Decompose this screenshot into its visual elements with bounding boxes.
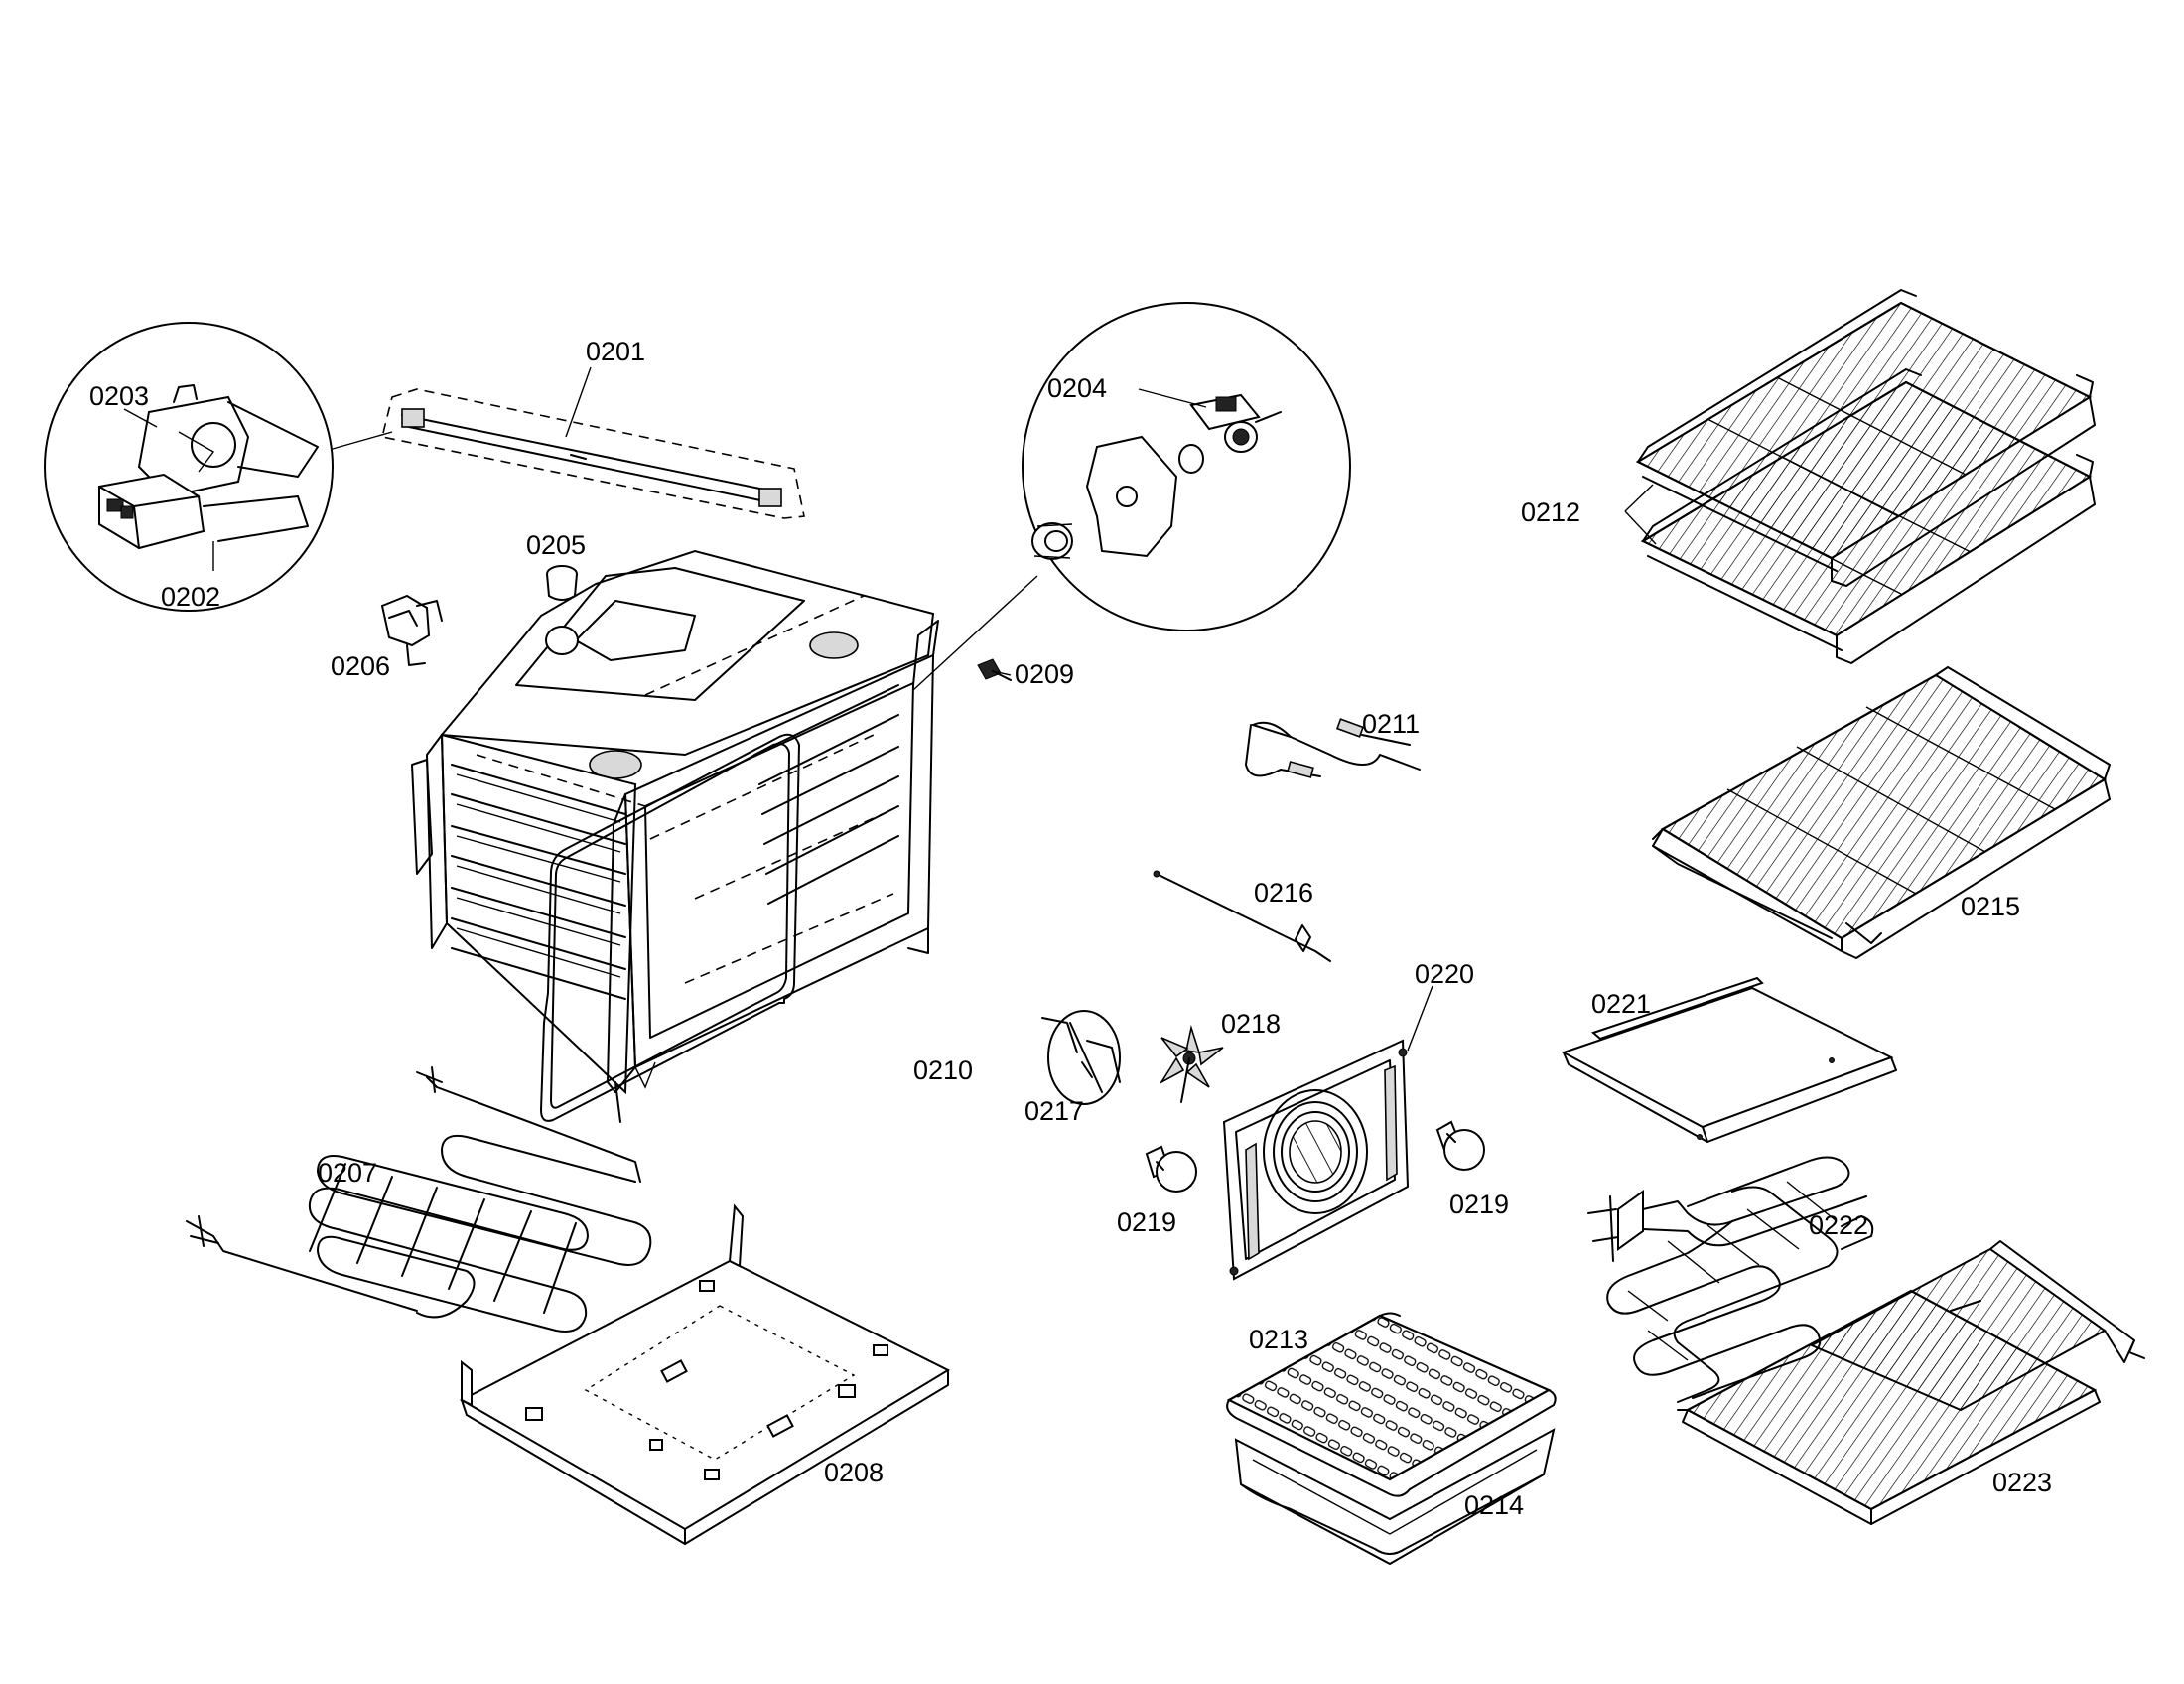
label-0214: 0214: [1464, 1490, 1524, 1520]
oven-cavity-shelf-supports-left: [451, 764, 626, 1000]
part-0220-rear-fan-cover-panel: [1222, 1039, 1410, 1281]
part-0216-sensor-rod: [1153, 870, 1331, 962]
part-0217-convection-ring: [1041, 1010, 1121, 1105]
door-latch-assembly: [381, 388, 805, 519]
label-0218: 0218: [1221, 1009, 1281, 1039]
bottom-panel-slots: [525, 1280, 888, 1480]
label-0204: 0204: [1047, 373, 1107, 403]
label-0207: 0207: [318, 1158, 377, 1188]
label-0213: 0213: [1249, 1325, 1308, 1354]
part-0210-door-gasket: [540, 733, 800, 1122]
part-0211-temperature-sensor: [1245, 718, 1421, 778]
label-0210: 0210: [913, 1055, 973, 1085]
part-0207-bake-element: [186, 1066, 652, 1333]
detail-circle-thermal-switch: [912, 302, 1351, 691]
rack-0212-lower: [1640, 368, 2096, 664]
label-0216: 0216: [1254, 878, 1313, 908]
insulation-plate: [1085, 435, 1178, 558]
part-0215-telescopic-rack: [1652, 666, 2111, 959]
part-0205-knob-insert: [546, 565, 578, 601]
part-0223-split-rack: [1677, 1240, 2145, 1525]
part-0221-baking-tray: [1561, 976, 1897, 1143]
oven-cavity-shelf-supports-right: [753, 684, 899, 905]
thermal-switch-part-0204: [1189, 393, 1282, 453]
part-0206-bracket: [380, 594, 443, 666]
label-0220: 0220: [1415, 959, 1474, 989]
label-0202: 0202: [161, 582, 220, 612]
part-0218-convection-fan-blade: [1159, 1024, 1224, 1103]
label-0211: 0211: [1362, 709, 1420, 739]
label-0222: 0222: [1809, 1210, 1868, 1240]
label-0212: 0212: [1521, 497, 1580, 527]
label-0201: 0201: [586, 337, 645, 366]
label-0223: 0223: [1992, 1468, 2052, 1497]
label-0221: 0221: [1591, 989, 1651, 1019]
label-0219-left: 0219: [1117, 1207, 1176, 1237]
label-0219-right: 0219: [1449, 1190, 1509, 1219]
label-0215: 0215: [1961, 892, 2020, 921]
part-0219-oven-lamp-left: [1145, 1145, 1197, 1193]
callout-labels: 0201 0203 0202 0204 0205 0206 0209 0211 …: [89, 337, 2052, 1520]
part-0214-broil-pan: [1234, 1428, 1556, 1566]
part-0212-oven-racks: [1635, 289, 2096, 664]
leader-lines: [123, 366, 1657, 1052]
label-0217: 0217: [1024, 1096, 1084, 1126]
door-switch-part-0202: [98, 473, 309, 550]
label-0205: 0205: [526, 530, 586, 560]
part-0222-broil-element: [1587, 1156, 1874, 1403]
oven-cavity: [411, 549, 939, 1123]
label-0206: 0206: [331, 651, 390, 681]
label-0208: 0208: [824, 1458, 884, 1487]
part-0213-broil-pan-grid: [1226, 1312, 1557, 1497]
label-0203: 0203: [89, 381, 149, 411]
label-0209: 0209: [1015, 659, 1074, 689]
part-0209-clip: [977, 658, 1012, 681]
door-switch-part-0203: [137, 384, 319, 498]
part-0219-oven-lamp-right: [1435, 1120, 1485, 1171]
lamp-socket-ring: [1031, 522, 1073, 560]
detail-circle-door-switch: [44, 322, 393, 612]
part-0208-oven-bottom-panel: [459, 1203, 951, 1545]
